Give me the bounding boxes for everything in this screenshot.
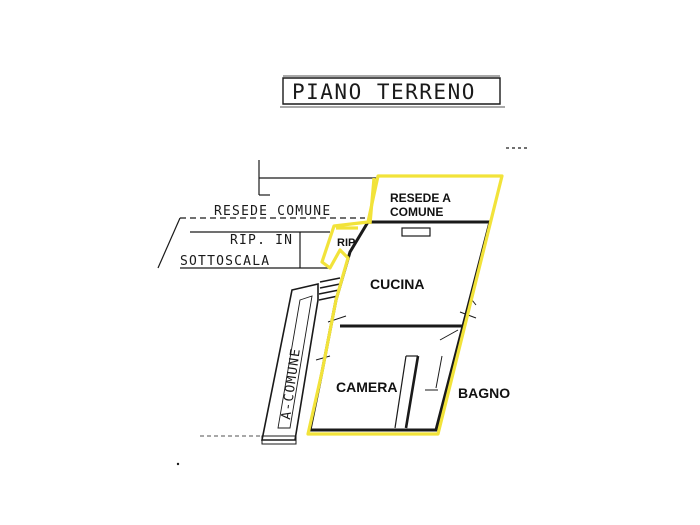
title-box: PIANO TERRENO: [280, 75, 505, 108]
sottoscala-label: SOTTOSCALA: [180, 254, 270, 269]
cucina-room-label: CUCINA: [370, 276, 424, 292]
property-boundary: [306, 174, 504, 436]
resede-a-comune-line2: COMUNE: [390, 205, 443, 219]
rip-room-label: RIP: [337, 237, 355, 249]
page-title: PIANO TERRENO: [292, 80, 476, 104]
common-area-lines: [157, 147, 530, 269]
stair-corridor: [200, 277, 341, 445]
resede-comune-label: RESEDE COMUNE: [214, 204, 331, 219]
bagno-room-label: BAGNO: [458, 385, 510, 401]
rip-in-label: RIP. IN: [230, 233, 293, 248]
resede-a-comune-line1: RESEDE A: [390, 191, 451, 205]
plan-mark-dot: [176, 462, 180, 466]
camera-room-label: CAMERA: [336, 379, 397, 395]
